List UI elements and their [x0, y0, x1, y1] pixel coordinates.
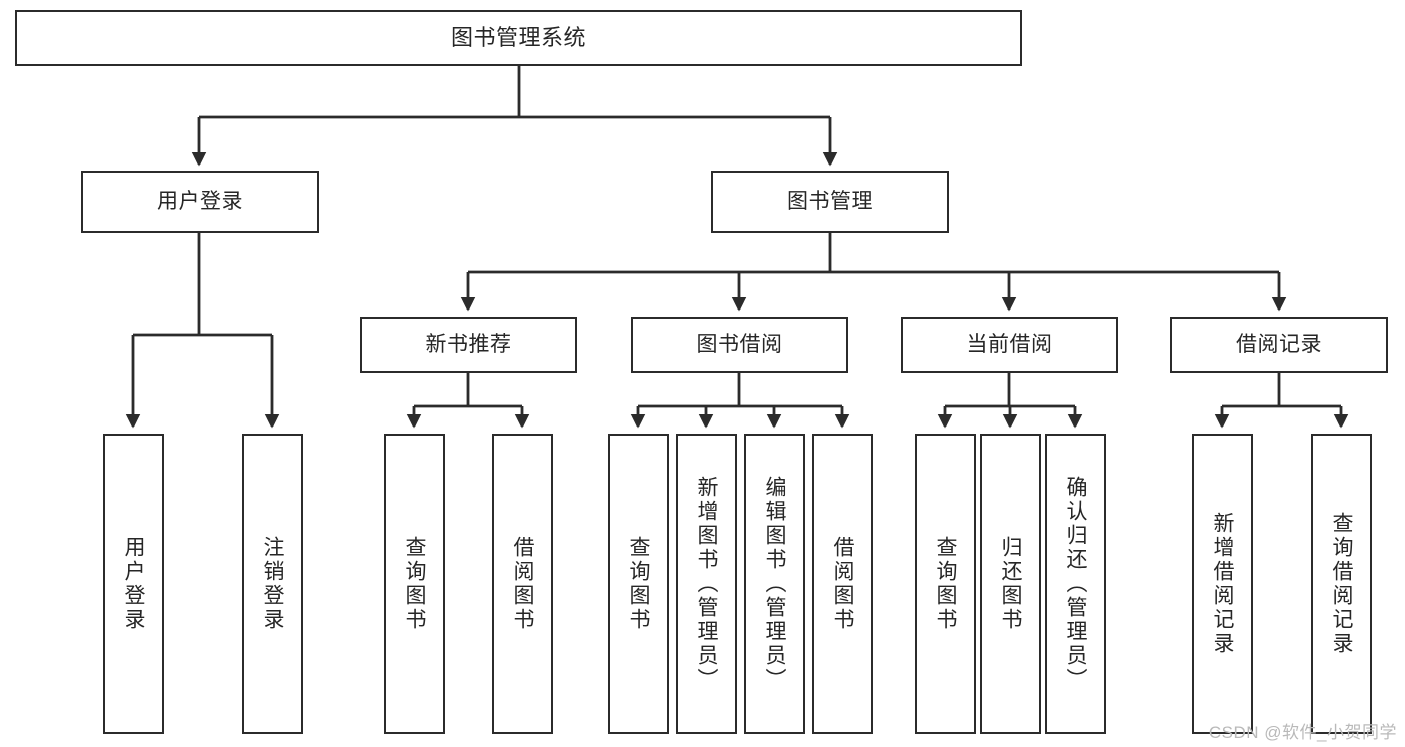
- node-current-borrow-label: 当前借阅: [966, 333, 1053, 357]
- node-leaf-confirm-return-label: 确认归还（管理员）: [1064, 476, 1087, 692]
- csdn-watermark: CSDN @软件_小贺同学: [1208, 723, 1397, 742]
- node-leaf-return-book-label: 归还图书: [999, 536, 1022, 632]
- node-leaf-borrow-book-1-label: 借阅图书: [511, 536, 534, 632]
- node-book-manage-label: 图书管理: [787, 190, 873, 214]
- node-leaf-borrow-book-2-label: 借阅图书: [831, 536, 854, 632]
- node-leaf-borrow-book-1[interactable]: 借阅图书: [492, 434, 553, 734]
- node-borrow-record-label: 借阅记录: [1236, 333, 1322, 357]
- node-leaf-add-book-label: 新增图书（管理员）: [695, 476, 718, 692]
- node-leaf-query-book-1[interactable]: 查询图书: [384, 434, 445, 734]
- node-book-manage[interactable]: 图书管理: [711, 171, 949, 233]
- node-leaf-add-record-label: 新增借阅记录: [1211, 512, 1234, 656]
- node-new-book-recommend-label: 新书推荐: [425, 333, 512, 357]
- node-book-borrow-label: 图书借阅: [696, 333, 783, 357]
- node-leaf-add-book[interactable]: 新增图书（管理员）: [676, 434, 737, 734]
- node-leaf-confirm-return[interactable]: 确认归还（管理员）: [1045, 434, 1106, 734]
- node-leaf-query-book-3-label: 查询图书: [934, 536, 957, 632]
- node-new-book-recommend[interactable]: 新书推荐: [360, 317, 577, 373]
- node-leaf-query-book-3[interactable]: 查询图书: [915, 434, 976, 734]
- node-leaf-logout-login-label: 注销登录: [261, 536, 284, 632]
- node-leaf-user-login-label: 用户登录: [122, 536, 145, 632]
- node-leaf-borrow-book-2[interactable]: 借阅图书: [812, 434, 873, 734]
- node-leaf-query-record-label: 查询借阅记录: [1330, 512, 1353, 656]
- node-leaf-return-book[interactable]: 归还图书: [980, 434, 1041, 734]
- node-leaf-query-book-2-label: 查询图书: [627, 536, 650, 632]
- node-leaf-user-login[interactable]: 用户登录: [103, 434, 164, 734]
- node-borrow-record[interactable]: 借阅记录: [1170, 317, 1388, 373]
- node-leaf-query-book-2[interactable]: 查询图书: [608, 434, 669, 734]
- node-root-label: 图书管理系统: [450, 24, 586, 50]
- node-leaf-edit-book-label: 编辑图书（管理员）: [763, 476, 786, 692]
- node-user-login[interactable]: 用户登录: [81, 171, 319, 233]
- node-current-borrow[interactable]: 当前借阅: [901, 317, 1118, 373]
- node-leaf-logout-login[interactable]: 注销登录: [242, 434, 303, 734]
- node-leaf-query-record[interactable]: 查询借阅记录: [1311, 434, 1372, 734]
- node-root[interactable]: 图书管理系统: [15, 10, 1022, 66]
- node-leaf-edit-book[interactable]: 编辑图书（管理员）: [744, 434, 805, 734]
- node-leaf-add-record[interactable]: 新增借阅记录: [1192, 434, 1253, 734]
- node-user-login-label: 用户登录: [157, 190, 243, 214]
- node-leaf-query-book-1-label: 查询图书: [403, 536, 426, 632]
- node-book-borrow[interactable]: 图书借阅: [631, 317, 848, 373]
